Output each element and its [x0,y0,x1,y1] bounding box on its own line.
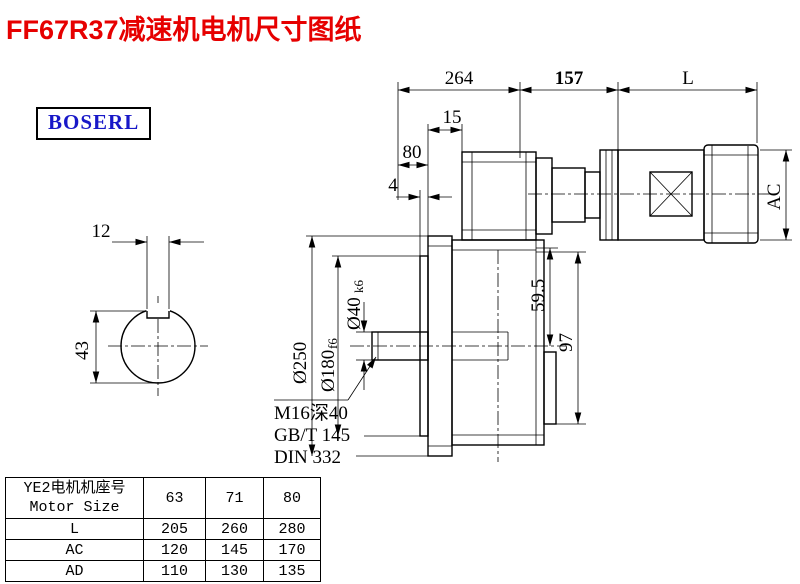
housing-boss [543,351,557,425]
dim-overall-label: 264 [445,68,474,89]
page-title: FF67R37减速机电机尺寸图纸 [6,15,362,45]
dim-80-label: 80 [403,142,422,163]
fan-cover [703,144,759,244]
adapter-plate [535,157,553,235]
motor-nameplate [649,171,693,217]
motor-body [617,149,705,241]
boserl-logo: BOSERL [36,107,152,140]
dim-shaft-dia-label: Ø40 [344,297,365,330]
table-header-size-63: 63 [143,477,206,519]
dim-key-height-label: 43 [72,341,93,360]
row-label-L: L [5,518,144,540]
note-tap-label: M16深40 [274,402,348,424]
table-row-AD: AD 110 130 135 [5,560,321,582]
table-header-row: YE2电机机座号 Motor Size 63 71 80 [5,477,321,519]
table-header-size-71: 71 [205,477,264,519]
motor-flange [599,149,619,241]
coupling-housing [551,167,586,223]
cell-L-71: 260 [205,518,264,540]
dim-4-label: 4 [388,175,398,196]
table-row-AC: AC 120 145 170 [5,539,321,561]
dim-key-width-label: 12 [92,221,111,242]
cell-AD-71: 130 [205,560,264,582]
dim-shaft-tol-label: k6 [351,280,366,294]
dim-motor-length-label: L [682,68,694,89]
dim-flange-dia-label: Ø250 [290,342,311,384]
cell-AC-63: 120 [143,539,206,561]
cell-L-63: 205 [143,518,206,540]
table-header-line2: Motor Size [29,499,120,516]
dim-adapter-label: 157 [555,68,584,89]
cell-AC-71: 145 [205,539,264,561]
row-label-AD: AD [5,560,144,582]
note-std1-label: GB/T 145 [274,425,350,446]
table-header-motor-size: YE2电机机座号 Motor Size [5,477,144,519]
dim-spigot-tol-label: f6 [325,338,340,349]
dim-97-label: 97 [556,333,577,352]
gear-case [461,151,537,241]
motor-size-table: YE2电机机座号 Motor Size 63 71 80 L 205 260 2… [5,477,321,582]
dim-spigot-dia-label: Ø180 [318,350,339,392]
table-header-size-80: 80 [263,477,321,519]
gearbox-outline [350,151,566,462]
motor-outline [528,144,772,244]
coupling [584,171,601,219]
table-row-L: L 205 260 280 [5,518,321,540]
dim-59-5-label: 59.5 [528,279,549,312]
shaft-section-detail: 12 43 [72,221,208,396]
keyway-slot [146,311,170,319]
dimensions: 264 157 L 15 80 4 Ø250 Ø180 [274,68,792,468]
cell-L-80: 280 [263,518,321,540]
table-header-line1: YE2电机机座号 [23,480,126,497]
cell-AD-63: 110 [143,560,206,582]
cell-AC-80: 170 [263,539,321,561]
keyway-mask [146,303,170,318]
row-label-AC: AC [5,539,144,561]
dim-15-label: 15 [443,107,462,128]
cell-AD-80: 135 [263,560,321,582]
dim-motor-dia-label: AC [764,184,785,210]
note-std2-label: DIN 332 [274,447,341,468]
